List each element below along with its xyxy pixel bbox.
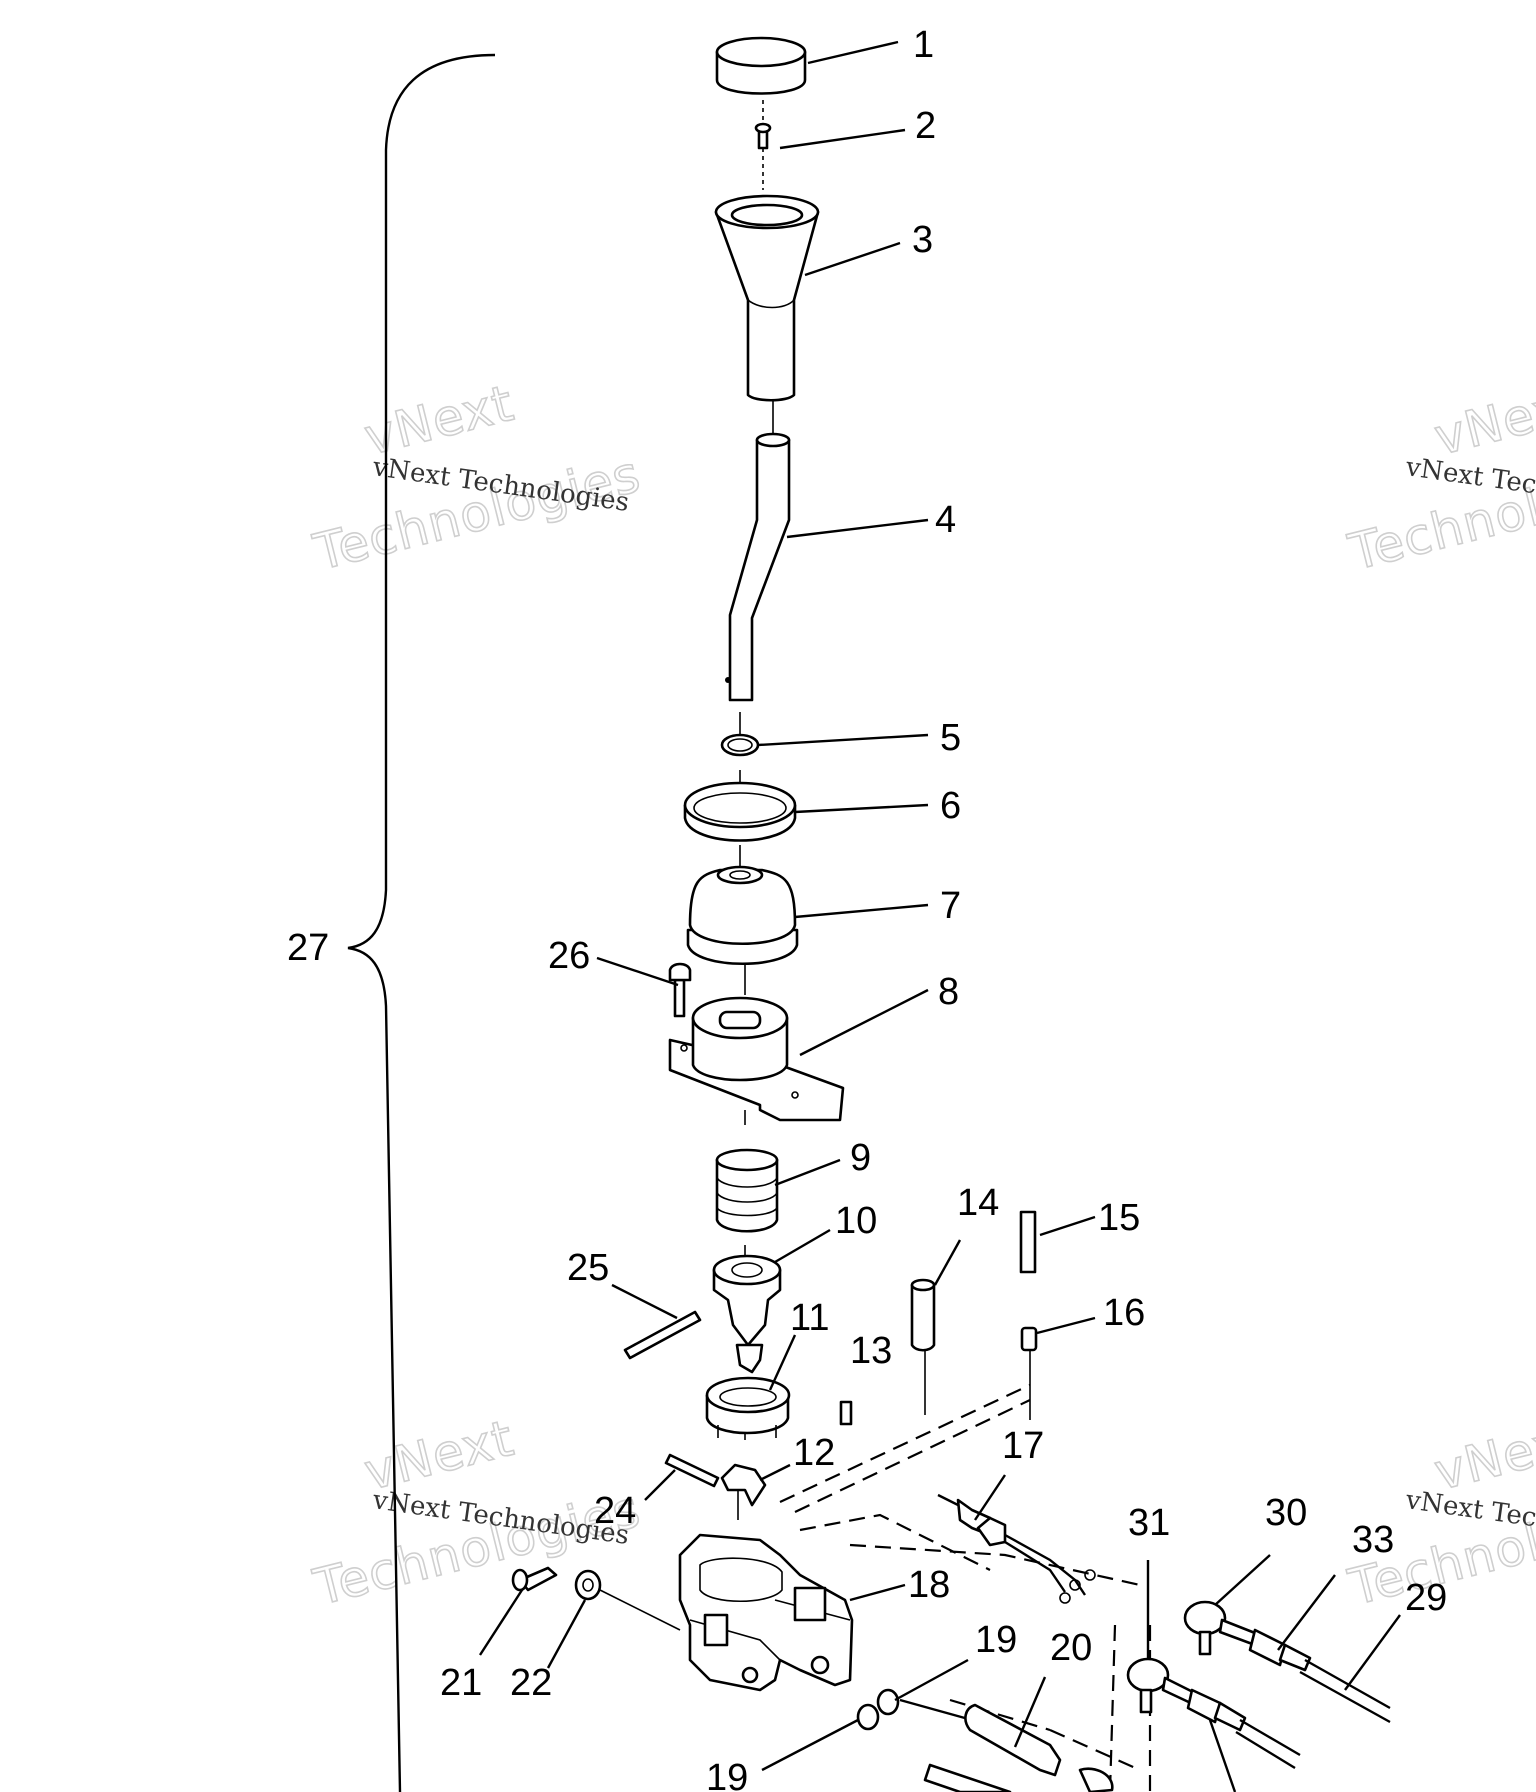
cable-washer-upper: [876, 1688, 900, 1716]
callout-labels: 1 2 3 4 5 6 7 8 9 10 11 12 13 14 15 16 1…: [287, 24, 1447, 1792]
callout-26: 26: [548, 935, 590, 977]
callout-leaders: [478, 40, 1401, 1792]
shift-cable-ends: [899, 1698, 1114, 1792]
shifter-base-housing: [678, 1533, 854, 1692]
cable-fitting-lower: [1186, 1688, 1301, 1770]
assembly-brace: [347, 53, 496, 1792]
dashed-leaders: [779, 1384, 1152, 1792]
callout-24: 24: [594, 1490, 636, 1532]
callout-4: 4: [935, 499, 956, 541]
callout-30: 30: [1265, 1492, 1307, 1534]
watermark-upper-left: vNext Technologies vNext Technologies: [307, 373, 647, 583]
callout-11: 11: [790, 1297, 829, 1339]
callout-8: 8: [938, 971, 959, 1013]
fork-pin: [664, 1453, 720, 1488]
callout-2: 2: [915, 105, 936, 147]
threaded-stud: [1019, 1210, 1037, 1274]
pivot-pin: [623, 1310, 702, 1360]
callout-15: 15: [1098, 1197, 1140, 1239]
cable-fitting-upper: [1248, 1628, 1391, 1724]
callout-18: 18: [908, 1564, 950, 1606]
callout-3: 3: [912, 219, 933, 261]
shift-fork: [720, 1463, 767, 1507]
callout-6: 6: [940, 785, 961, 827]
cable-washer-lower: [856, 1703, 880, 1731]
watermark-big-line1: vNext: [1429, 374, 1536, 467]
callout-19-upper: 19: [975, 1619, 1017, 1661]
watermark-upper-right: vNext Technologies vNext Technologies: [1342, 373, 1536, 583]
callout-22: 22: [510, 1662, 552, 1704]
shifter-housing-plate: [668, 996, 845, 1122]
knob-screw: [754, 122, 772, 150]
callout-20: 20: [1050, 1627, 1092, 1669]
detent-spring: [715, 1148, 779, 1233]
callout-29: 29: [1405, 1577, 1447, 1619]
callout-14: 14: [957, 1182, 999, 1224]
ball-joint-lower: [1126, 1657, 1197, 1714]
neutral-switch: [937, 1493, 1096, 1604]
pivot-ball: [712, 1254, 782, 1374]
shift-boot: [686, 865, 799, 965]
shift-collar: [705, 1376, 791, 1438]
side-washer: [574, 1569, 681, 1631]
lever-oring: [720, 733, 760, 757]
callout-5: 5: [940, 717, 961, 759]
dowel-pin: [910, 1278, 936, 1352]
small-spring: [839, 1400, 853, 1426]
callout-7: 7: [940, 885, 961, 927]
stud-sleeve: [1020, 1326, 1038, 1352]
callout-10: 10: [835, 1200, 877, 1242]
callout-31: 31: [1128, 1502, 1170, 1544]
callout-9: 9: [850, 1137, 871, 1179]
callout-27: 27: [287, 927, 329, 969]
callout-25: 25: [567, 1247, 609, 1289]
knob-cap: [715, 36, 807, 95]
callout-12: 12: [793, 1432, 835, 1474]
callout-33: 33: [1352, 1519, 1394, 1561]
boot-ring: [683, 781, 797, 842]
shift-lever: [725, 432, 791, 702]
callout-21: 21: [440, 1662, 482, 1704]
side-screw: [511, 1566, 558, 1592]
callout-1: 1: [913, 24, 934, 66]
shift-knob: [714, 194, 820, 402]
callout-17: 17: [1002, 1425, 1044, 1467]
callout-16: 16: [1103, 1292, 1145, 1334]
ball-joint-upper: [1183, 1600, 1257, 1656]
callout-13: 13: [850, 1330, 892, 1372]
callout-19-lower: 19: [706, 1757, 748, 1792]
watermark-big-line1: vNext: [1429, 1409, 1536, 1502]
mounting-bolt: [668, 962, 692, 1018]
